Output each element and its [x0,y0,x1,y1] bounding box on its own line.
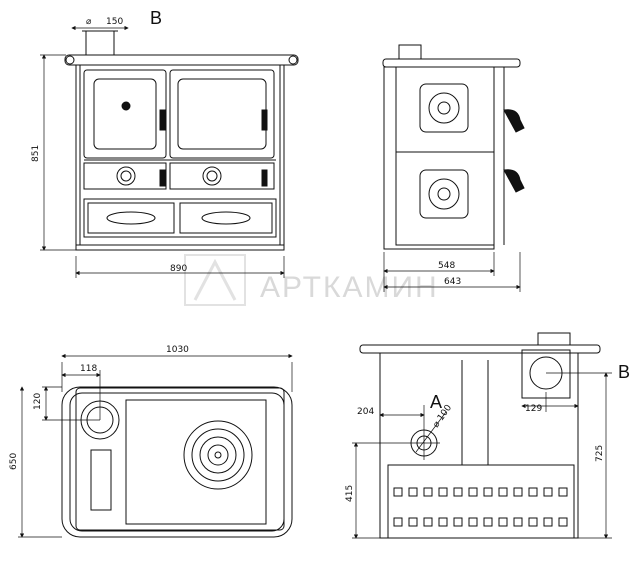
vent-slot [393,487,403,497]
vent-slot [423,487,433,497]
drawer-left-ornament-icon [106,211,156,225]
rear-vent-panel [387,464,575,539]
dim-top-flue-x: 118 [80,364,97,374]
label-b-front: B [150,8,162,28]
vent-slot [513,517,523,527]
dim-rear-flue-x: 204 [357,407,374,417]
top-hob [75,387,285,531]
handle-left-icon [159,109,166,131]
drawer-right [179,202,273,234]
drawer-band [83,198,277,238]
vent-slot [543,487,553,497]
vent-slot [468,517,478,527]
vent-slot [438,487,448,497]
front-flue [85,30,115,56]
rear-top-plate [359,344,601,354]
dim-side-depth-body: 548 [438,261,455,271]
side-regulator-top [419,83,469,133]
top-view [61,386,293,538]
drawer-left [87,202,175,234]
dim-flue-diameter: 150 [106,17,123,27]
vent-slot [468,487,478,497]
side-handle-top-icon [503,109,525,133]
vent-slot [438,517,448,527]
vent-slot [453,517,463,527]
dim-top-flue-offset: 129 [525,404,542,414]
vent-slot [498,517,508,527]
air-regulator-2-icon [202,166,222,186]
dim-side-depth-total: 643 [444,277,461,287]
top-rail-outer [61,386,293,538]
front-top-plate [64,54,299,66]
side-top-plate [382,58,521,68]
rear-vents [393,487,568,527]
vent-slot [408,487,418,497]
dim-front-height: 851 [31,145,41,162]
rear-view [359,332,601,539]
burner-ring-1-icon [183,420,253,490]
air-regulator-icon [116,166,136,186]
rear-body [379,352,579,539]
vent-slot [558,487,568,497]
watermark: АРТКАМИН [184,254,439,306]
top-cooking-plate [125,399,267,525]
vent-slot [558,517,568,527]
side-flue [398,44,422,60]
side-view [382,44,525,250]
oven-thermometer-icon [121,101,131,111]
watermark-text: АРТКАМИН [260,271,439,304]
vent-slot [483,487,493,497]
dim-top-flue-y: 120 [33,393,43,410]
control-band-left [83,162,167,190]
vent-slot [393,517,403,527]
front-view [64,30,299,251]
front-dimensions [40,25,285,278]
oven-door-right [169,69,275,159]
side-dimensions [383,252,521,292]
label-b-rear: B [618,362,630,382]
label-a-rear: A [430,392,442,412]
rear-dimensions [352,372,612,539]
vent-slot [513,487,523,497]
dim-top-depth: 650 [9,453,19,470]
dim-top-flue-height: 725 [595,445,605,462]
dim-front-width: 890 [170,264,187,274]
side-regulator-bottom [419,169,469,219]
diameter-symbol: ⌀ [86,17,92,27]
dim-top-width: 1030 [166,345,189,355]
dim-rear-flue-height: 415 [345,485,355,502]
vent-slot [528,517,538,527]
oven-door-left [83,69,167,159]
drawer-right-ornament-icon [201,211,251,225]
side-handle-bottom-icon [503,169,525,193]
vent-slot [528,487,538,497]
rear-top-flue-stub [537,332,571,346]
vent-slot [408,517,418,527]
vent-slot [543,517,553,527]
vent-slot [453,487,463,497]
vent-slot [498,487,508,497]
vent-slot [423,517,433,527]
top-dimensions [18,353,293,538]
top-ash-slot [90,449,112,511]
vent-slot [483,517,493,527]
handle-right-icon [261,109,268,131]
control-band-right [169,162,275,190]
